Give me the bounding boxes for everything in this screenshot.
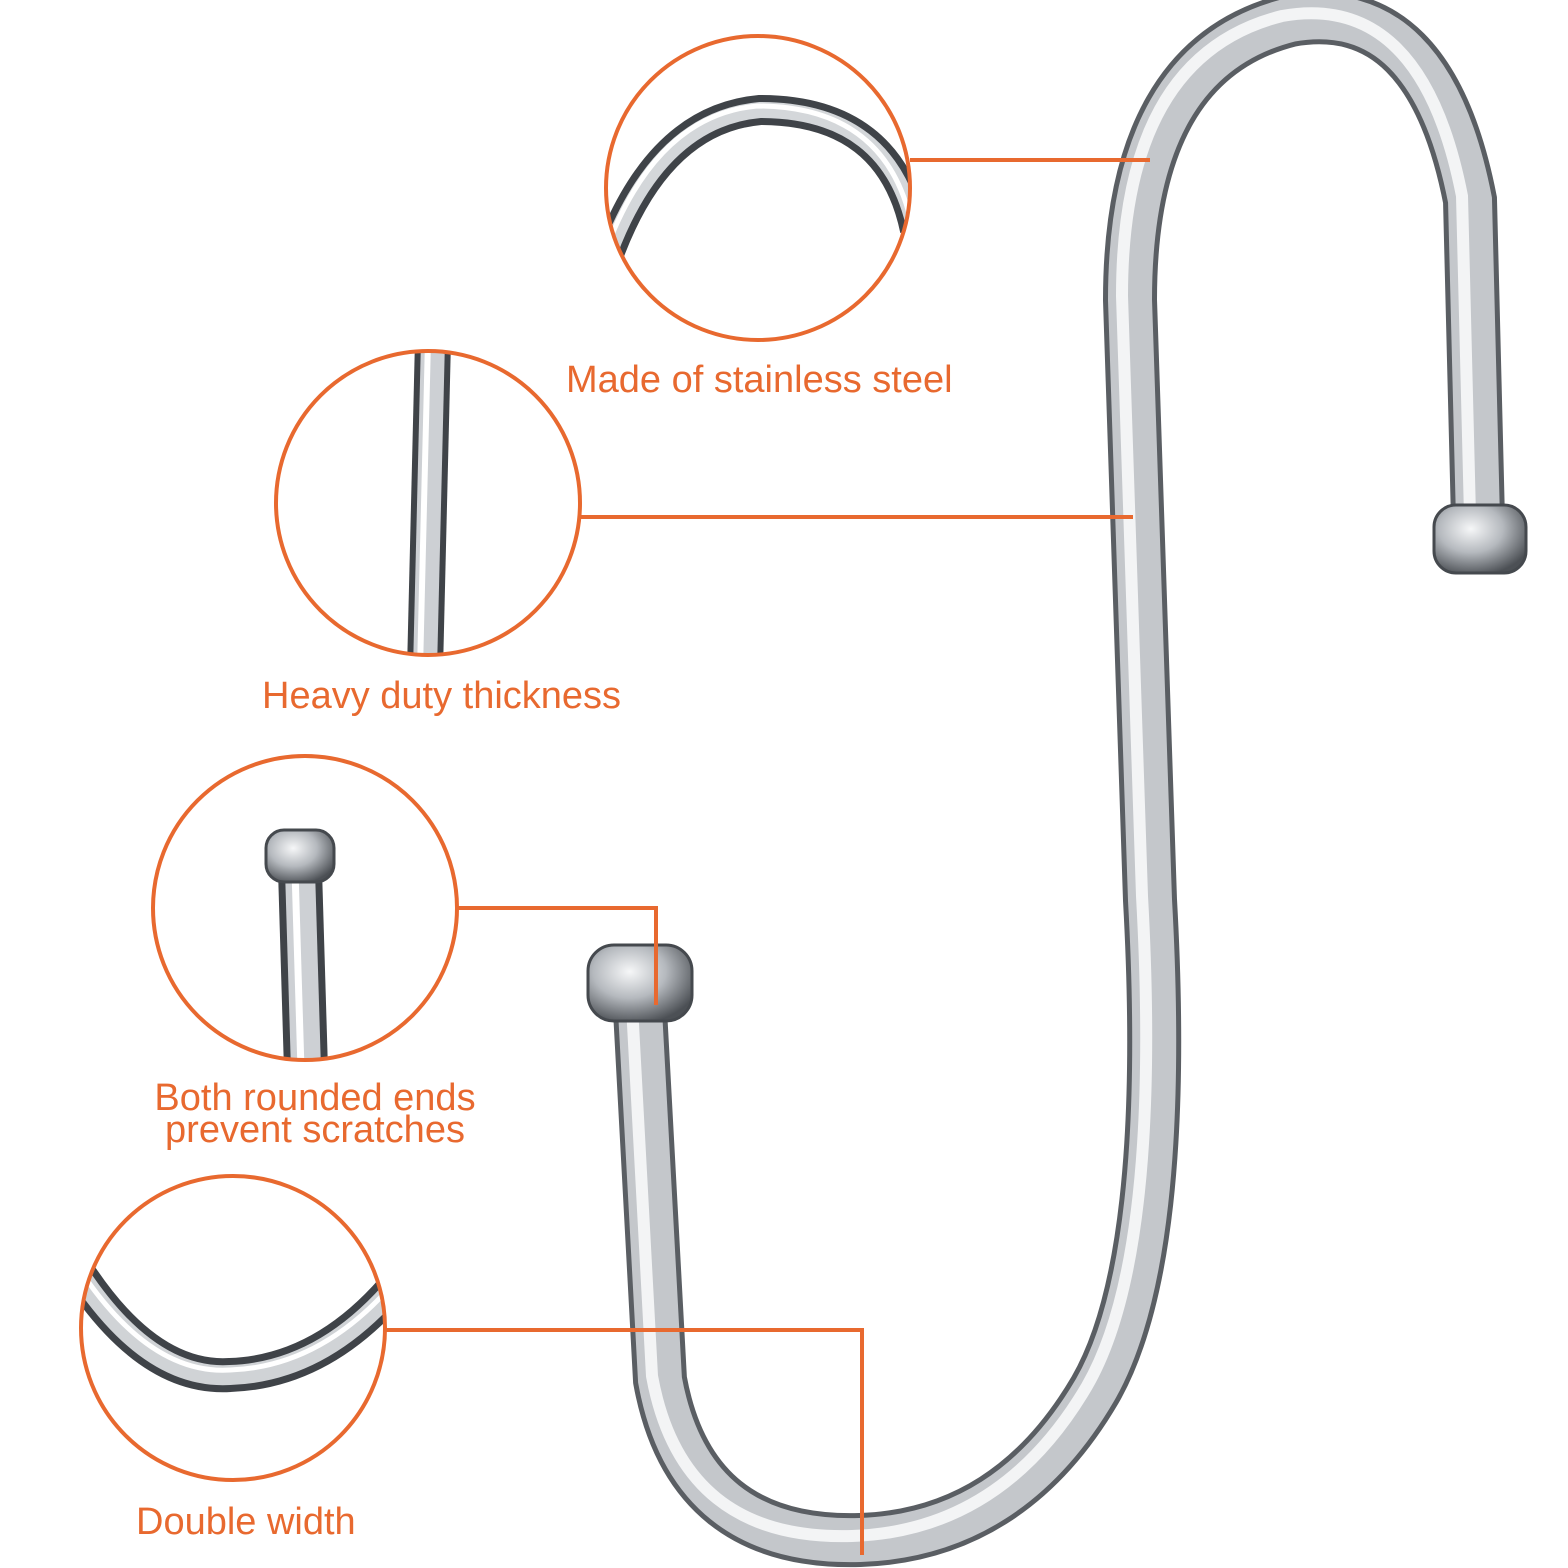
end-cap-bottom	[586, 943, 694, 1023]
leader-lines	[386, 158, 1150, 1555]
thickness-label: Heavy duty thickness	[262, 675, 622, 717]
detail-circle-width	[79, 1174, 387, 1482]
detail-circle-material	[604, 34, 912, 342]
rounded-ends-label-line-1: Both rounded ends	[154, 1077, 476, 1119]
rounded-ends-label: Both rounded ends prevent scratches	[150, 1077, 480, 1151]
leader-line-width	[386, 1328, 864, 1555]
s-hook	[586, 0, 1528, 1568]
leader-line-ends	[458, 906, 658, 1005]
detail-circle-ends	[151, 754, 459, 1062]
rounded-ends-label-line-2: prevent scratches	[165, 1109, 465, 1151]
detail-circle-thickness	[274, 349, 582, 657]
end-cap-top	[1432, 503, 1528, 575]
width-label: Double width	[136, 1501, 356, 1543]
material-label: Made of stainless steel	[566, 359, 953, 401]
s-hook-highlight	[626, 7, 1476, 1543]
